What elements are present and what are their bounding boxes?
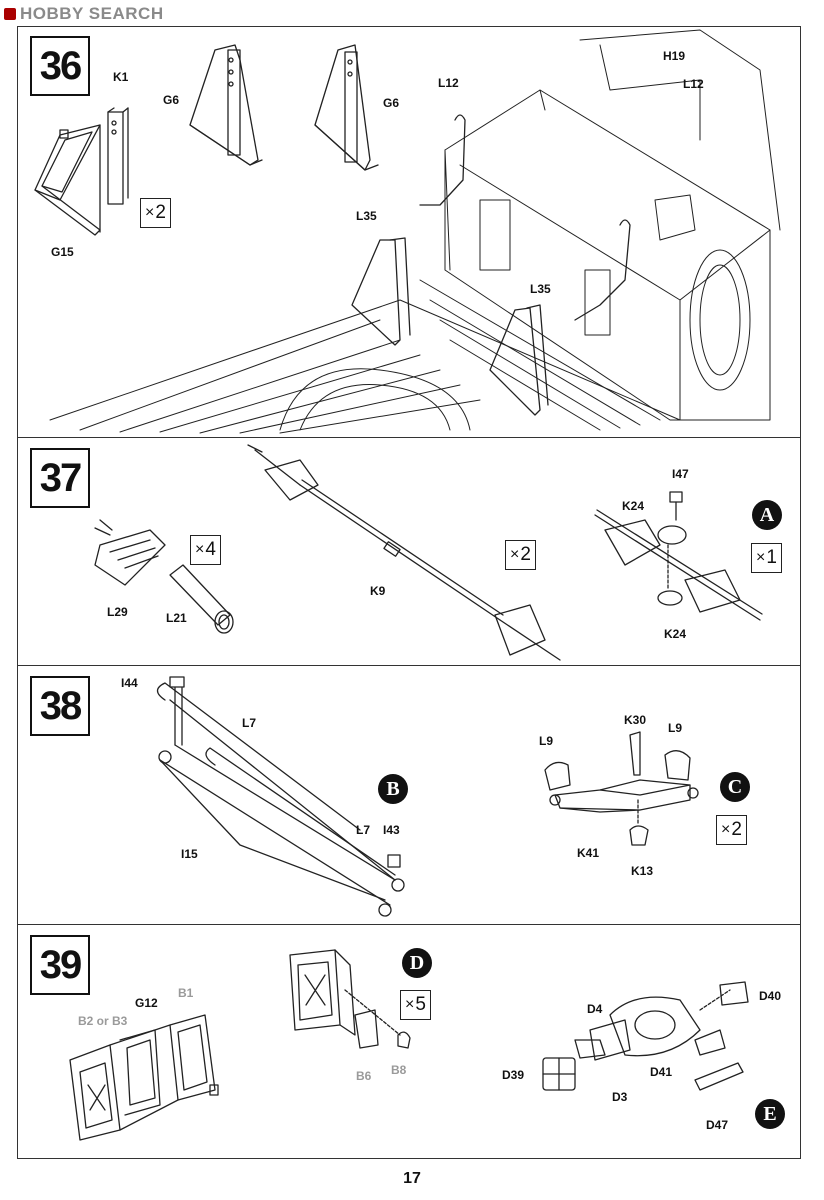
part-label-d3: D3 [612, 1090, 628, 1104]
part-label-k41: K41 [577, 846, 600, 860]
part-label-l12-left: L12 [438, 76, 459, 90]
part-label-k9: K9 [370, 584, 386, 598]
watermark-text: HOBBY SEARCH [20, 4, 164, 23]
part-label-h19: H19 [663, 49, 686, 63]
part-label-d41: D41 [650, 1065, 673, 1079]
multiply-icon: × [195, 541, 205, 558]
multiply-icon: × [721, 821, 731, 838]
part-label-d47: D47 [706, 1118, 729, 1132]
quantity-multiplier-a: ×1 [751, 543, 782, 573]
l29-l21-drawing [94, 519, 234, 634]
part-label-d39: D39 [502, 1068, 525, 1082]
part-label-l9-left: L9 [539, 734, 554, 748]
part-label-b2-or-b3: B2 or B3 [78, 1014, 128, 1028]
part-label-l35-left: L35 [356, 209, 377, 223]
multiplier-value: 2 [520, 544, 531, 565]
quantity-multiplier-k9: ×2 [505, 540, 536, 570]
k41-bracket-drawing [544, 731, 699, 846]
multiplier-value: 1 [766, 547, 777, 568]
part-label-g6-left: G6 [163, 93, 180, 107]
k24-assembly-drawing [594, 491, 763, 621]
callout-marker-c: C [720, 772, 750, 802]
part-label-b1: B1 [178, 986, 194, 1000]
multiplier-value: 4 [205, 539, 216, 560]
part-label-l29: L29 [107, 605, 128, 619]
callout-marker-b: B [378, 774, 408, 804]
part-label-l35-right: L35 [530, 282, 551, 296]
part-label-i15: I15 [181, 847, 198, 861]
installed-stands-drawing [351, 114, 631, 416]
multiplier-value: 5 [415, 994, 426, 1015]
part-label-l12-right: L12 [683, 77, 704, 91]
part-label-d4: D4 [587, 1002, 603, 1016]
quantity-multiplier-d: ×5 [400, 990, 431, 1020]
k1-leg-drawing [107, 107, 129, 205]
part-label-i43: I43 [383, 823, 400, 837]
multiply-icon: × [145, 204, 155, 221]
callout-marker-e: E [755, 1099, 785, 1129]
jerrycan-rack-drawing [69, 1014, 219, 1141]
step-number-39: 39 [30, 935, 90, 995]
step-number-37: 37 [30, 448, 90, 508]
part-label-k24-bottom: K24 [664, 627, 687, 641]
quantity-multiplier-l29: ×4 [190, 535, 221, 565]
multiplier-value: 2 [155, 202, 166, 223]
page-number: 17 [403, 1170, 421, 1187]
part-label-i47: I47 [672, 467, 689, 481]
k9-axle-drawing [247, 444, 561, 661]
part-label-k13: K13 [631, 864, 654, 878]
g15-stand-drawing [34, 124, 101, 236]
part-label-i44: I44 [121, 676, 138, 690]
part-label-l7-bottom: L7 [356, 823, 371, 837]
part-label-l21: L21 [166, 611, 187, 625]
part-label-b8: B8 [391, 1063, 407, 1077]
jerrycan-d-drawing [289, 949, 411, 1049]
quantity-multiplier-c: ×2 [716, 815, 747, 845]
part-label-b6: B6 [356, 1069, 372, 1083]
callout-marker-d: D [402, 948, 432, 978]
part-label-k1: K1 [113, 70, 129, 84]
quantity-multiplier-g15: ×2 [140, 198, 171, 228]
part-label-g15: G15 [51, 245, 74, 259]
step-number-38: 38 [30, 676, 90, 736]
multiplier-value: 2 [731, 819, 742, 840]
watermark: HOBBY SEARCH [4, 4, 164, 24]
step-number-36: 36 [30, 36, 90, 96]
vehicle-bed-drawing [49, 29, 781, 434]
step-divider-38-39 [17, 924, 801, 925]
multiply-icon: × [405, 996, 415, 1013]
part-label-k30: K30 [624, 713, 647, 727]
winch-assembly-drawing [542, 981, 749, 1091]
step-divider-37-38 [17, 665, 801, 666]
part-label-k24-top: K24 [622, 499, 645, 513]
g6-stand-left-drawing [189, 44, 263, 166]
part-label-l7-top: L7 [242, 716, 257, 730]
multiply-icon: × [510, 546, 520, 563]
multiply-icon: × [756, 549, 766, 566]
step-divider-36-37 [17, 437, 801, 438]
callout-marker-a: A [752, 500, 782, 530]
part-label-l9-right: L9 [668, 721, 683, 735]
g6-stand-right-drawing [314, 44, 379, 171]
part-label-g12: G12 [135, 996, 158, 1010]
tow-bar-drawing [156, 676, 405, 917]
page-frame [17, 26, 801, 1159]
part-label-g6-right: G6 [383, 96, 400, 110]
watermark-logo-icon [4, 8, 16, 20]
part-label-d40: D40 [759, 989, 782, 1003]
